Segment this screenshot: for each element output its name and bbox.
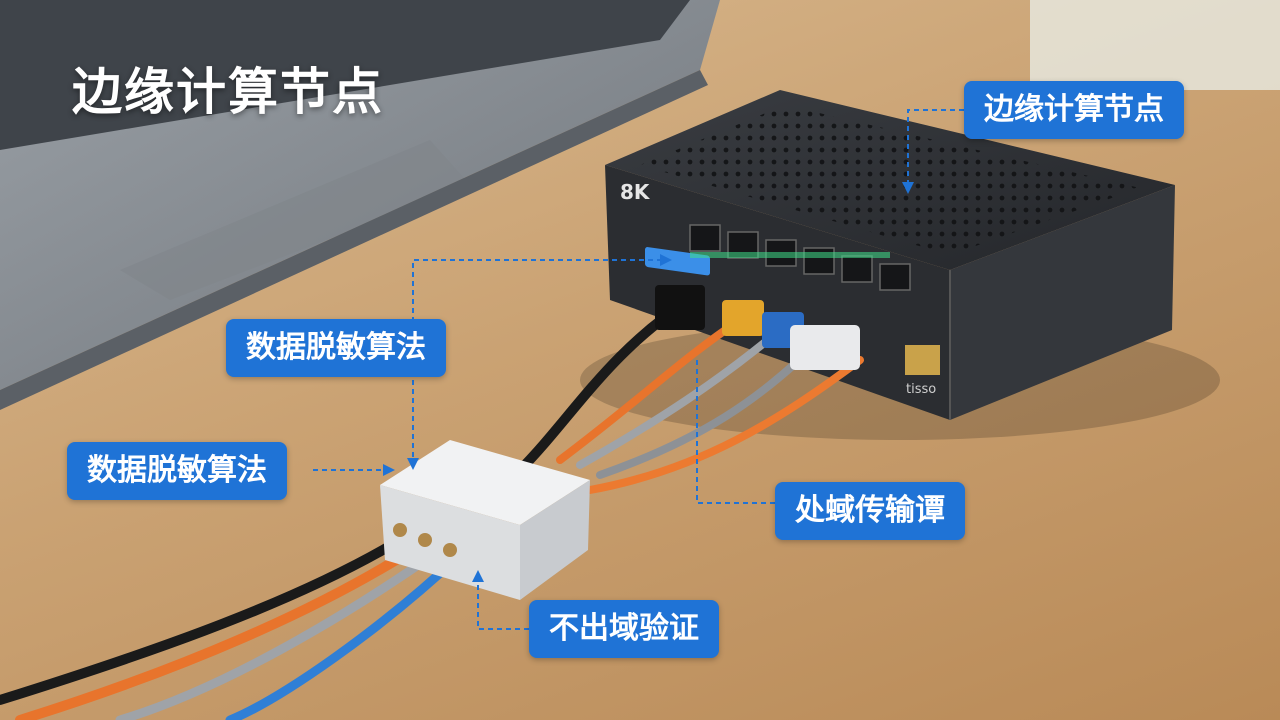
callout-in-domain-verify: 不出域验证 <box>529 600 719 658</box>
page-title: 边缘计算节点 <box>72 63 384 121</box>
callout-edge-node: 边缘计算节点 <box>964 81 1184 139</box>
cables <box>0 295 864 720</box>
window-light <box>1030 0 1280 90</box>
callout-desensitization-upper: 数据脱敏算法 <box>226 319 446 377</box>
callout-transmission: 处蜮传输谭 <box>775 482 965 540</box>
edge-device <box>605 90 1175 420</box>
laptop <box>0 0 720 410</box>
callout-desensitization-lower: 数据脱敏算法 <box>67 442 287 500</box>
junction-box <box>380 440 590 600</box>
device-model-label: 8K <box>620 180 650 204</box>
port-label: tisso <box>906 382 937 397</box>
